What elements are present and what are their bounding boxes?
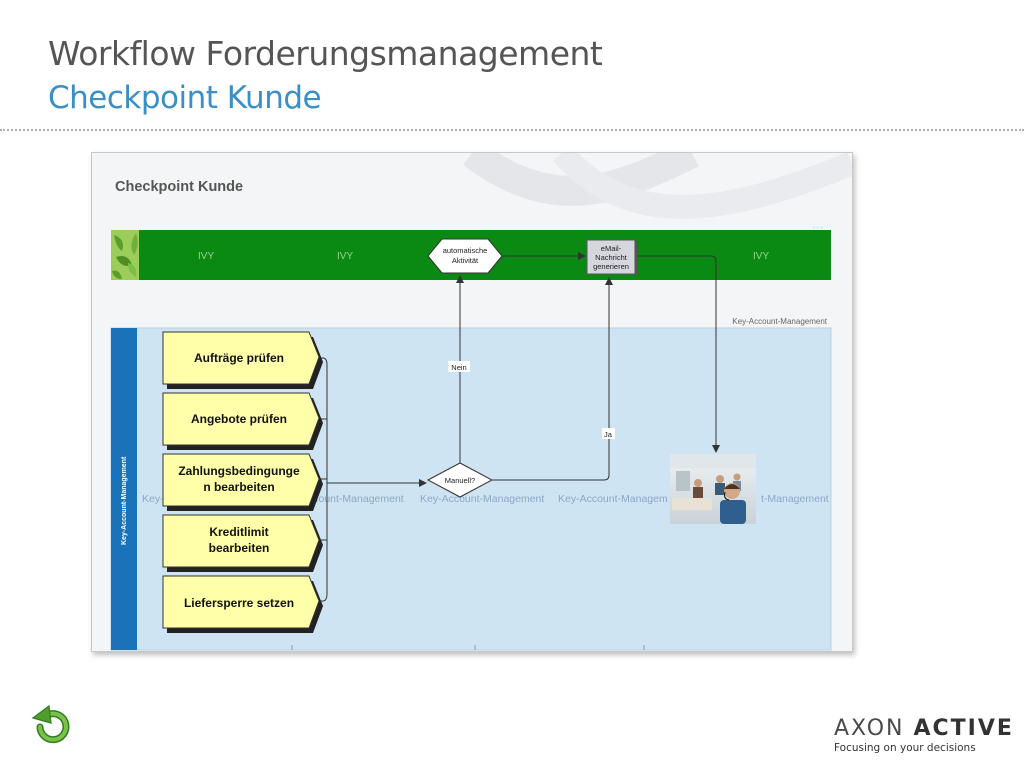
ivy-label: IVY [753,251,769,262]
ivy-label: IVY [337,251,353,262]
call-center-photo [670,454,756,524]
lane-watermark: ccount-Management [308,493,404,505]
svg-text:Aufträge prüfen: Aufträge prüfen [194,351,284,365]
task-kreditlimit: Kreditlimit bearbeiten [162,514,323,572]
decision-label: Manuell? [445,476,475,485]
task-liefersperre: Liefersperre setzen [162,575,323,633]
logo-part-2: ACTIVE [913,716,1014,741]
svg-text:n bearbeiten: n bearbeiten [203,480,274,494]
lane-vertical-label: Key-Account-Management [121,456,128,545]
ivy-label: IVY [198,251,214,262]
title-divider [0,129,1024,131]
lane-watermark: Key-Account-Management [420,493,544,505]
leaf-icon [111,230,139,280]
lane-watermark: Key- [142,493,164,505]
task-zahlungsbedingungen: Zahlungsbedingunge n bearbeiten [162,453,323,511]
slide-subtitle: Checkpoint Kunde [48,80,322,116]
email-label: eMail- [601,244,622,253]
svg-text:Zahlungsbedingunge: Zahlungsbedingunge [178,464,300,478]
email-label: Nachricht [595,253,628,262]
email-label: generieren [593,262,629,271]
back-arrow-icon[interactable] [30,703,76,749]
slide-title: Workflow Forderungsmanagement [48,34,603,73]
svg-text:Liefersperre setzen: Liefersperre setzen [184,596,294,610]
lane-header-bar [111,328,137,650]
company-logo: AXON ACTIVE Focusing on your decisions [834,716,1014,754]
automatic-activity-label: Aktivität [452,256,479,265]
svg-text:Angebote prüfen: Angebote prüfen [191,412,287,426]
diagram-title: Checkpoint Kunde [115,179,243,195]
svg-text:bearbeiten: bearbeiten [209,541,270,555]
edge-nein-label: Nein [451,363,466,372]
logo-tagline: Focusing on your decisions [834,742,976,754]
lane-corner-label: Key-Account-Management [732,317,827,326]
workflow-diagram: Checkpoint Kunde . . . IVY IVY IVY autom… [110,153,852,651]
lane-watermark: t-Management [761,493,829,505]
logo-part-1: AXON [834,716,905,741]
tiny-marks: . . . [813,223,823,230]
background-swirl [463,153,699,206]
logo-wordmark: AXON ACTIVE [834,716,1014,741]
automatic-activity-label: automatische [443,246,488,255]
diagram-frame: Checkpoint Kunde . . . IVY IVY IVY autom… [91,152,853,652]
task-angebote-pruefen: Angebote prüfen [162,392,323,450]
svg-text:Kreditlimit: Kreditlimit [209,525,268,539]
edge-ja [492,277,613,481]
email-node [586,239,636,275]
background-swirl [552,153,852,219]
edge-email-to-contact [638,255,720,453]
task-auftraege-pruefen: Aufträge prüfen [162,331,323,389]
lane-watermark: Key-Account-Managem [558,493,668,505]
edge-ja-label: Ja [604,430,613,439]
